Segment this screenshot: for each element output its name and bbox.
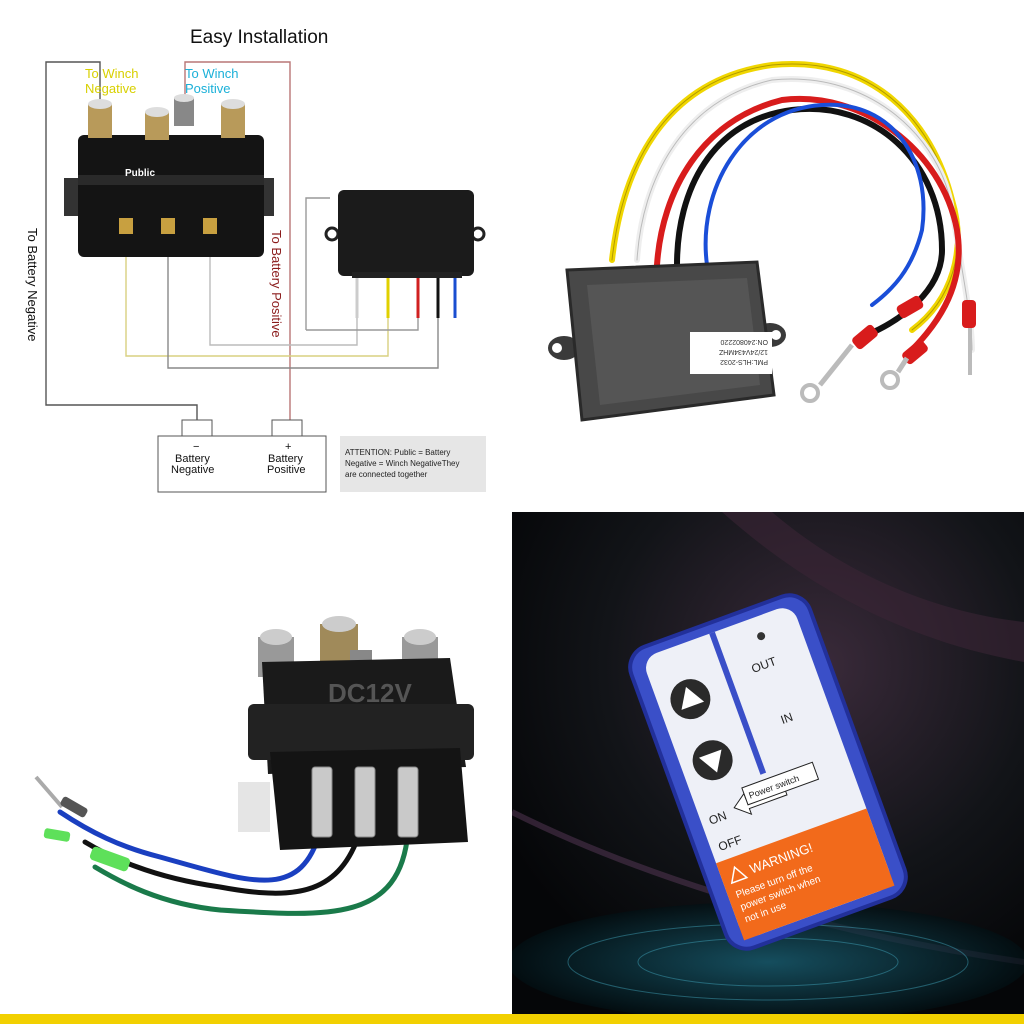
attention-line-3: are connected together (345, 470, 428, 479)
attention-line-2: Negative = Winch NegativeThey (345, 459, 460, 468)
in-label: IN (779, 710, 795, 727)
diagram-title: Easy Installation (190, 27, 328, 48)
battery: − + Battery Negative Battery Positive (157, 419, 327, 493)
attention-note: ATTENTION: Public = Battery Negative = W… (340, 436, 486, 492)
blue-wire (57, 809, 323, 883)
wire-red-route (305, 197, 330, 330)
green-wire (92, 829, 411, 916)
blue-wire (703, 102, 926, 307)
battery-positive-label-1: Battery (268, 453, 303, 465)
label-winch-positive-line2: Positive (185, 81, 231, 96)
wire-battery-negative (45, 61, 198, 422)
black-wire (674, 105, 946, 338)
label-to-battery-negative: To Battery Negative (25, 228, 40, 341)
red-wire (654, 95, 962, 358)
solenoid-body: DC12V (238, 616, 474, 850)
ring-terminals (800, 295, 976, 403)
wiring-diagram: Easy Installation Public (25, 27, 486, 493)
solenoid-unit: Public (64, 94, 274, 257)
battery-positive-label-2: Positive (267, 464, 306, 476)
warning-icon (730, 865, 749, 885)
attention-line-1: ATTENTION: Public = Battery (345, 448, 450, 457)
wire-terminals (34, 775, 131, 872)
wire-white (209, 230, 358, 346)
wireless-remote: OUT IN ON OFF Power switch WARNING! Plea… (628, 593, 908, 951)
battery-plus-sign: + (285, 441, 291, 453)
terminal-posts (88, 94, 245, 140)
wire-yellow (125, 230, 389, 357)
public-label: Public (125, 168, 155, 179)
warning-label: WARNING! Please turn off the power switc… (716, 808, 895, 941)
label-winch-negative-line1: To Winch (85, 66, 138, 81)
battery-negative-label-1: Battery (175, 453, 210, 465)
remote-photo: OUT IN ON OFF Power switch WARNING! Plea… (512, 512, 1024, 1024)
label-to-battery-positive: To Battery Positive (269, 230, 284, 338)
receiver-unit (324, 190, 486, 318)
glowing-floor (512, 902, 1024, 1022)
battery-negative-label-2: Negative (171, 464, 214, 476)
label-winch-negative-line2: Negative (85, 81, 136, 96)
indicator-led (757, 632, 766, 641)
receiver-photo: PML:HLS-2032 12/24V434MHZ ON:240802220 (548, 61, 976, 422)
solenoid-photo: DC12V (34, 616, 474, 916)
solenoid-photo-panel: DC12V (0, 512, 512, 1024)
receiver-sticker-line-1: PML:HLS-2032 (720, 358, 768, 365)
accent-bar (0, 1014, 1024, 1024)
receiver-sticker-line-3: ON:240802220 (720, 338, 768, 345)
wire-black (167, 230, 439, 369)
battery-minus-sign: − (193, 441, 199, 453)
label-winch-positive-line1: To Winch (185, 66, 238, 81)
receiver-box: PML:HLS-2032 12/24V434MHZ ON:240802220 (548, 260, 786, 422)
dc12v-label: DC12V (328, 678, 412, 708)
remote-photo-panel: OUT IN ON OFF Power switch WARNING! Plea… (512, 512, 1024, 1024)
wire-battery-positive (184, 61, 291, 422)
wiring-diagram-panel: Easy Installation Public (0, 0, 512, 512)
receiver-sticker-line-2: 12/24V434MHZ (718, 348, 768, 355)
receiver-photo-panel: PML:HLS-2032 12/24V434MHZ ON:240802220 (512, 0, 1024, 512)
down-arrow-icon (698, 749, 722, 773)
up-arrow-icon (681, 686, 705, 710)
on-label: ON (707, 808, 729, 827)
